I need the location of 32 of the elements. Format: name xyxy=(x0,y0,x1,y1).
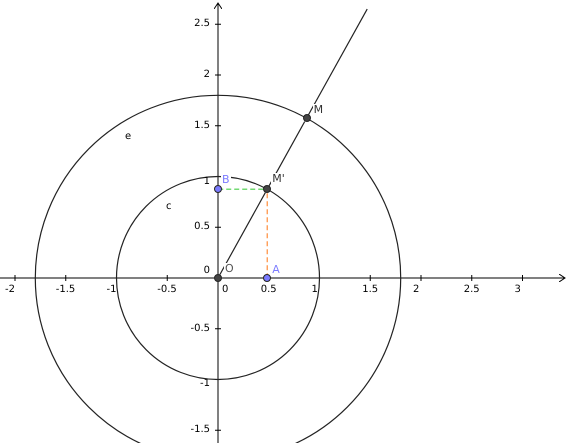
tick-label: 0.5 xyxy=(194,222,210,232)
tick-label: 0.5 xyxy=(260,285,277,295)
tick-label: -1 xyxy=(106,285,116,295)
circle-label: c xyxy=(166,202,172,212)
tick-label: 2 xyxy=(413,285,420,295)
tick-label: 1.5 xyxy=(194,120,210,131)
tick-label: -0.5 xyxy=(157,285,177,295)
tick-label: 1.5 xyxy=(362,285,378,295)
tick-label: 1 xyxy=(204,176,210,186)
line-segment xyxy=(219,192,266,275)
dashed-segment xyxy=(266,193,268,274)
tick-label: 2 xyxy=(204,70,210,80)
line-segment xyxy=(308,8,368,115)
tick-label: 0 xyxy=(222,285,228,295)
tick-label: -1.5 xyxy=(56,285,76,295)
tick-label: 2.5 xyxy=(194,19,210,30)
point-label: B xyxy=(221,174,231,186)
tick-label: 2.5 xyxy=(464,285,480,295)
point-label: M xyxy=(312,104,324,116)
tick-label: -1.5 xyxy=(190,425,210,436)
tick-label: -0.5 xyxy=(190,324,210,334)
point-label: M' xyxy=(271,173,286,184)
point-label: A xyxy=(271,264,281,275)
tick-label: 3 xyxy=(514,285,521,295)
circle-label: e xyxy=(125,132,132,142)
tick-label: 0 xyxy=(204,266,210,276)
tick-label: 1 xyxy=(312,285,318,295)
tick-label: -1 xyxy=(200,378,210,388)
dashed-segment xyxy=(222,188,264,190)
point-label: O xyxy=(224,263,235,274)
line-segment xyxy=(268,121,306,186)
tick-label: -2 xyxy=(5,285,15,295)
